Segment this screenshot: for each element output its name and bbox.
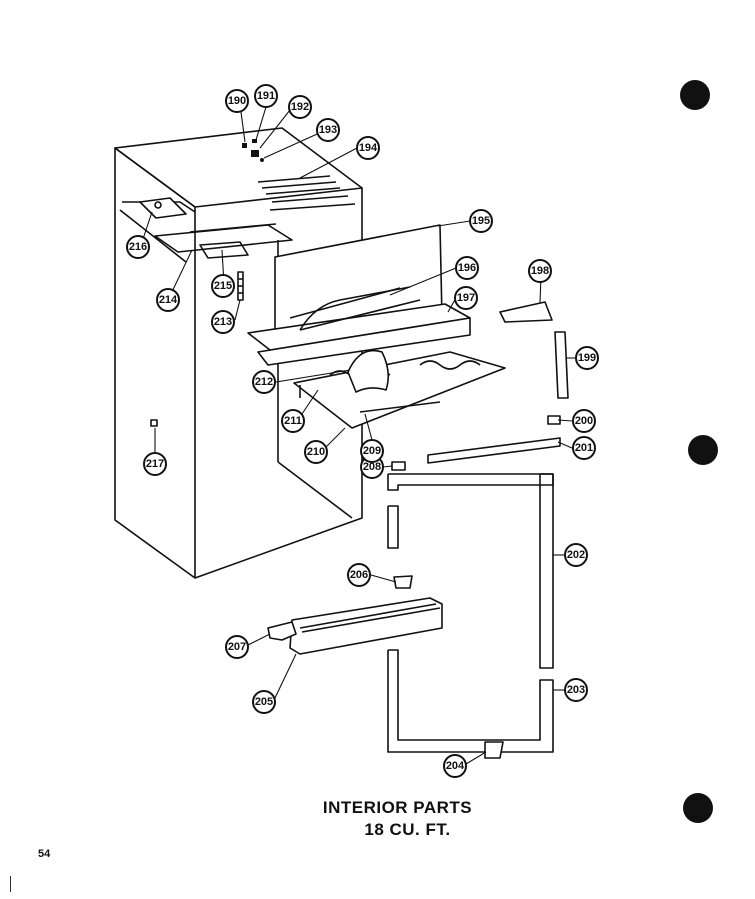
diagram-title-line2: 18 CU. FT. bbox=[364, 820, 451, 839]
svg-text:216: 216 bbox=[129, 241, 147, 253]
callout-202: 202 bbox=[564, 543, 588, 567]
svg-text:212: 212 bbox=[255, 376, 273, 388]
svg-text:214: 214 bbox=[159, 294, 178, 306]
svg-text:208: 208 bbox=[363, 461, 381, 473]
callout-198: 198 bbox=[528, 259, 552, 283]
callout-194: 194 bbox=[356, 136, 380, 160]
leader-lines bbox=[140, 106, 575, 765]
page-number: 54 bbox=[38, 848, 51, 860]
svg-text:199: 199 bbox=[578, 352, 596, 364]
svg-text:191: 191 bbox=[257, 90, 275, 102]
callout-201: 201 bbox=[572, 436, 596, 460]
callout-217: 217 bbox=[143, 452, 167, 476]
callout-200: 200 bbox=[572, 409, 596, 433]
svg-text:205: 205 bbox=[255, 696, 273, 708]
svg-text:197: 197 bbox=[457, 292, 475, 304]
callout-190: 190 bbox=[225, 89, 249, 113]
callout-191: 191 bbox=[254, 84, 278, 108]
callout-209: 209 bbox=[360, 439, 384, 463]
svg-text:207: 207 bbox=[228, 641, 246, 653]
callout-210: 210 bbox=[304, 440, 328, 464]
svg-text:215: 215 bbox=[214, 280, 232, 292]
svg-text:217: 217 bbox=[146, 458, 164, 470]
callout-199: 199 bbox=[575, 346, 599, 370]
svg-text:192: 192 bbox=[291, 101, 309, 113]
control-grille bbox=[257, 175, 356, 211]
binder-hole-bottom bbox=[683, 793, 713, 823]
callout-192: 192 bbox=[288, 95, 312, 119]
binder-hole-top bbox=[680, 80, 710, 110]
svg-text:202: 202 bbox=[567, 549, 585, 561]
svg-text:200: 200 bbox=[575, 415, 593, 427]
svg-text:213: 213 bbox=[214, 316, 232, 328]
callout-205: 205 bbox=[252, 690, 276, 714]
svg-text:204: 204 bbox=[446, 760, 465, 772]
callout-215: 215 bbox=[211, 274, 235, 298]
svg-text:194: 194 bbox=[359, 142, 378, 154]
svg-text:190: 190 bbox=[228, 95, 246, 107]
callout-197: 197 bbox=[454, 286, 478, 310]
svg-text:203: 203 bbox=[567, 684, 585, 696]
callout-203: 203 bbox=[564, 678, 588, 702]
callout-196: 196 bbox=[455, 256, 479, 280]
callout-206: 206 bbox=[347, 563, 371, 587]
svg-text:201: 201 bbox=[575, 442, 593, 454]
callout-195: 195 bbox=[469, 209, 493, 233]
callout-207: 207 bbox=[225, 635, 249, 659]
diagram-title-line1: INTERIOR PARTS bbox=[322, 798, 473, 817]
callout-214: 214 bbox=[156, 288, 180, 312]
svg-text:206: 206 bbox=[350, 569, 368, 581]
door-gasket-frame bbox=[387, 301, 569, 759]
control-area-parts bbox=[139, 139, 356, 427]
callout-216: 216 bbox=[126, 235, 150, 259]
svg-text:196: 196 bbox=[458, 262, 476, 274]
svg-text:195: 195 bbox=[472, 215, 490, 227]
callout-193: 193 bbox=[316, 118, 340, 142]
binder-hole-middle bbox=[688, 435, 718, 465]
callout-213: 213 bbox=[211, 310, 235, 334]
svg-text:193: 193 bbox=[319, 124, 337, 136]
svg-text:210: 210 bbox=[307, 446, 325, 458]
crisper-front bbox=[267, 597, 443, 655]
callout-204: 204 bbox=[443, 754, 467, 778]
svg-text:198: 198 bbox=[531, 265, 549, 277]
callout-211: 211 bbox=[281, 409, 305, 433]
svg-text:211: 211 bbox=[284, 415, 302, 427]
evaporator-assembly bbox=[247, 224, 506, 429]
callout-212: 212 bbox=[252, 370, 276, 394]
margin-mark bbox=[10, 876, 11, 892]
svg-text:209: 209 bbox=[363, 445, 381, 457]
